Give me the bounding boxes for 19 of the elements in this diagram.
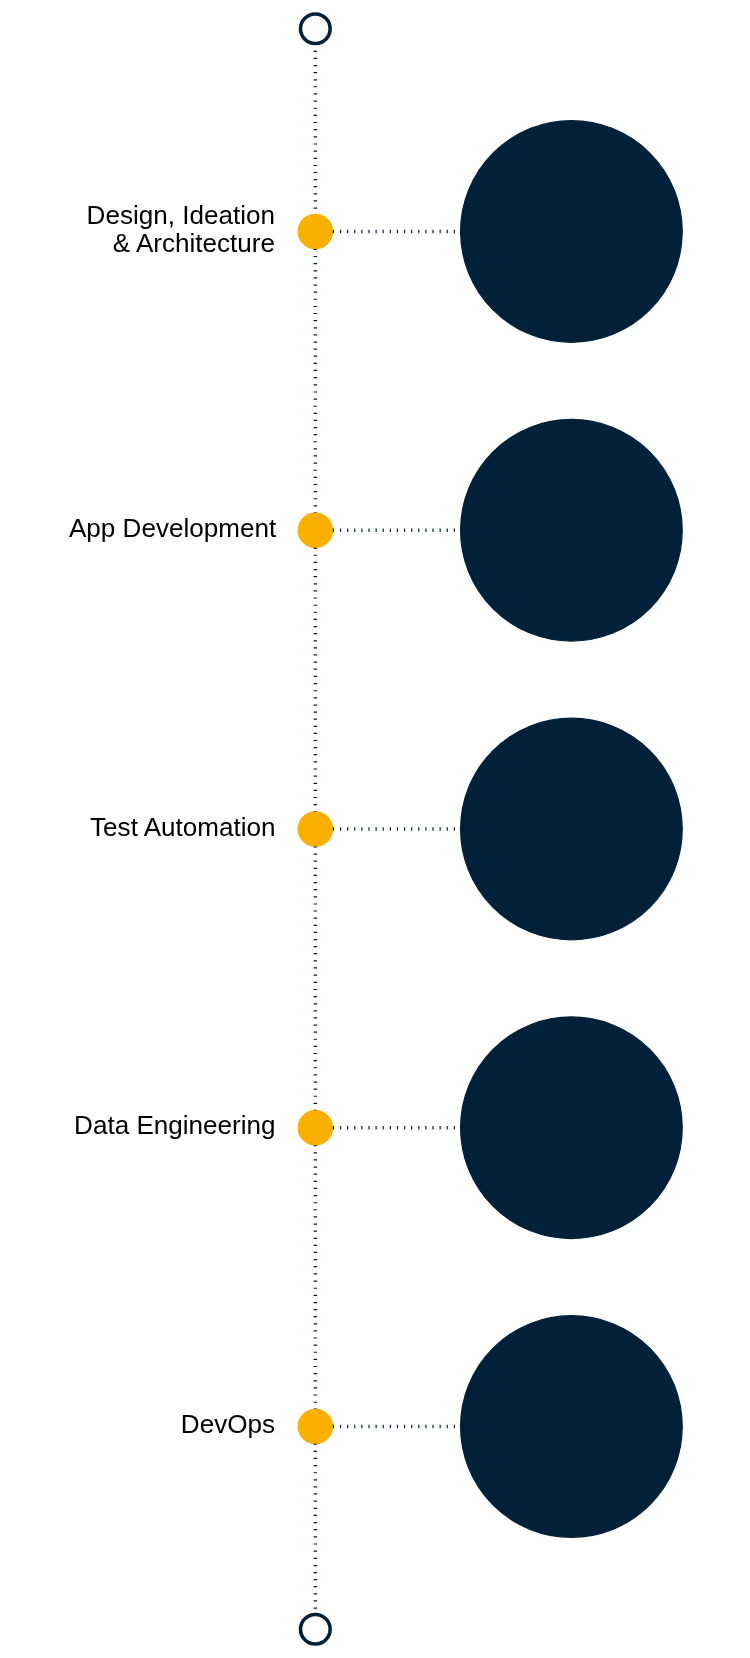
node-label: DevOps [180,1409,275,1440]
node-circle [297,512,333,549]
node-circle [298,1612,332,1646]
node-circle [297,811,333,847]
node-label: Test Automation [89,811,276,842]
node-label: App Development [68,512,276,543]
node-circle [297,1408,333,1445]
node-circle [459,120,683,343]
node-circle [459,418,683,642]
node-circle [298,12,332,46]
node-label: Design, Ideation & Architecture [86,199,275,259]
node-circle [459,717,683,941]
connector [313,249,317,513]
node-label: Data Engineering [73,1110,276,1141]
node-circle [297,1109,333,1146]
node-circle [459,1315,683,1538]
node-circle [459,1016,683,1240]
node-circle [297,213,333,250]
connector [313,547,317,812]
